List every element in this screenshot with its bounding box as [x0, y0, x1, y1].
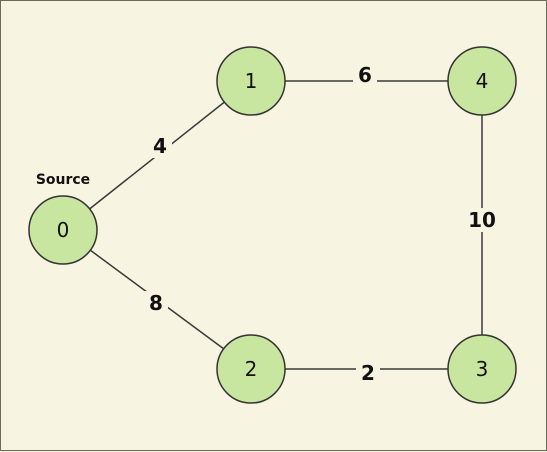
node-2: [216, 334, 286, 404]
node-3: [447, 334, 517, 404]
edge-weight-4-3: 10: [468, 208, 496, 232]
node-1: [216, 46, 286, 116]
edge-weight-0-2: 8: [149, 291, 163, 315]
edge-weight-background: [353, 63, 377, 87]
edge-weight-0-1: 4: [153, 134, 167, 158]
node-label-4: 4: [476, 69, 489, 93]
edges-layer: [62, 80, 483, 370]
edge-weight-background: [465, 208, 499, 232]
edge-weight-background: [144, 291, 168, 315]
node-label-0: 0: [57, 218, 70, 242]
weights-layer: 4 6 10 8 2: [144, 63, 499, 385]
node-4: [447, 46, 517, 116]
edge-weight-background: [148, 134, 172, 158]
edge-weight-background: [356, 361, 380, 385]
edge-weight-2-3: 2: [361, 361, 375, 385]
node-label-2: 2: [245, 357, 258, 381]
edge-weight-1-4: 6: [358, 63, 372, 87]
nodes-layer: 0 1 2 3 4: [28, 46, 517, 404]
node-label-1: 1: [245, 69, 258, 93]
node-label-3: 3: [476, 357, 489, 381]
node-0: [28, 195, 98, 265]
source-label: Source: [36, 172, 90, 188]
